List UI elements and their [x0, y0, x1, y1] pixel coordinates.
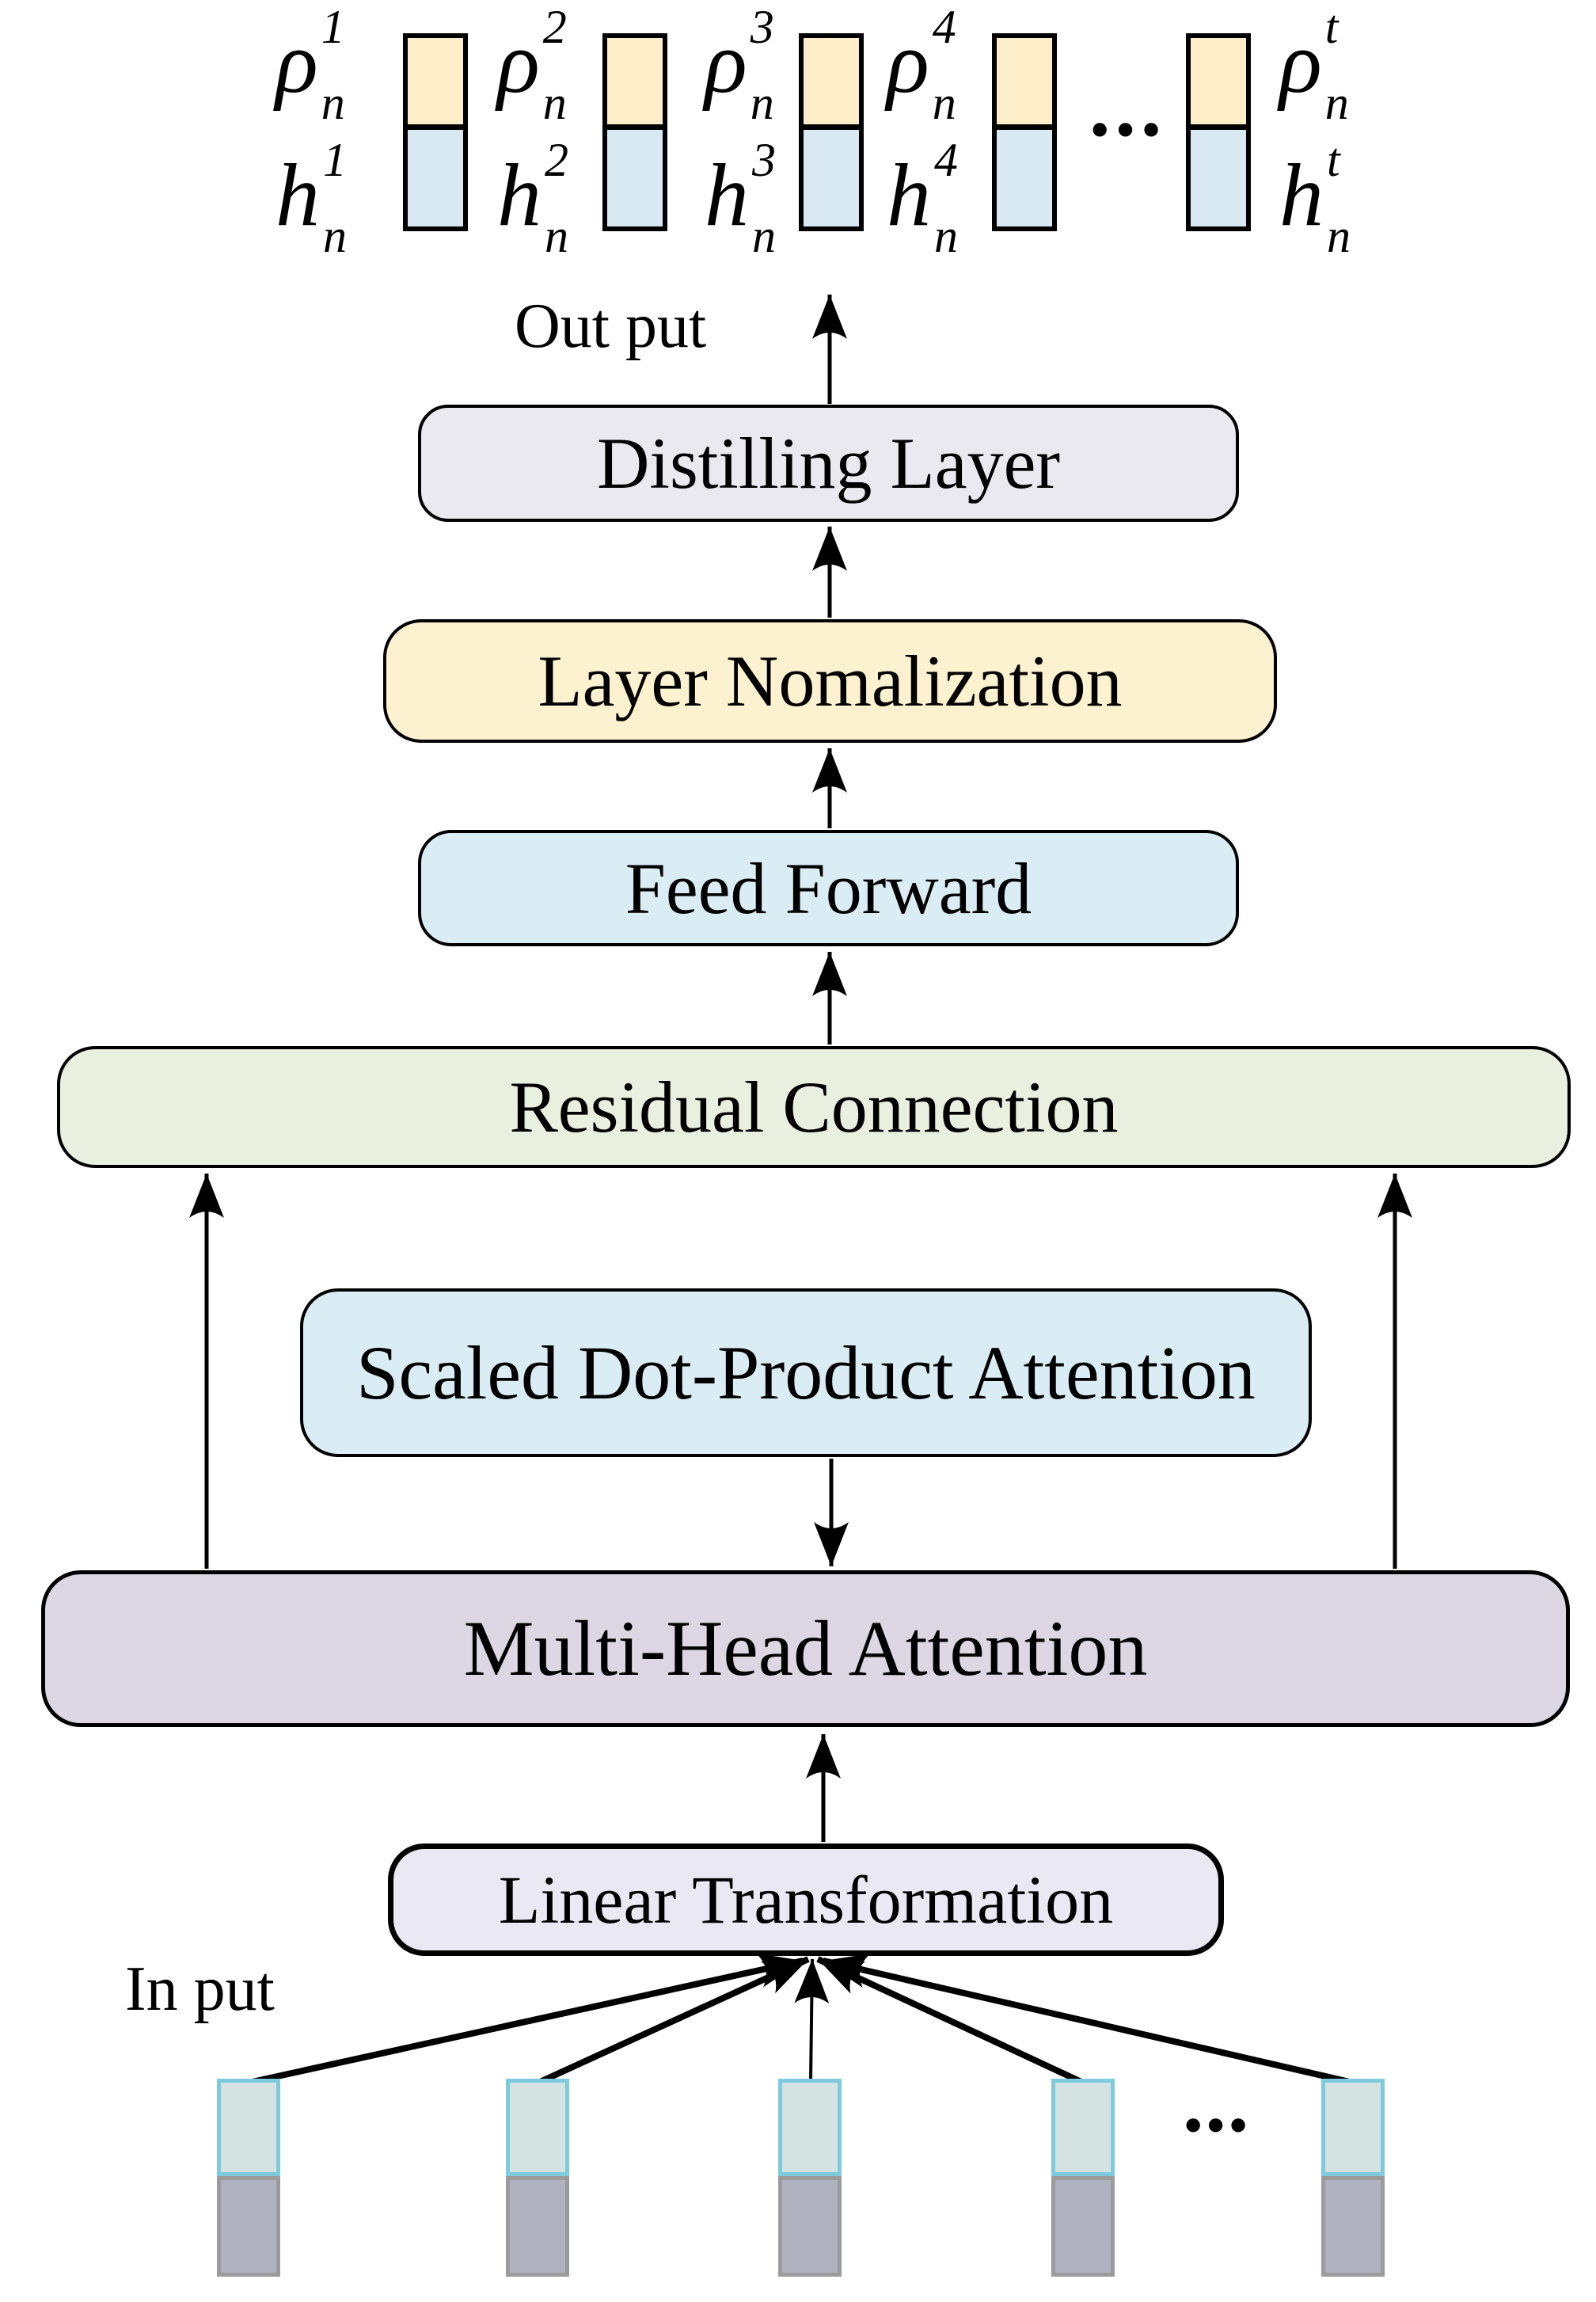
- feed-forward-label: Feed Forward: [625, 847, 1032, 929]
- output-bar-2: [602, 33, 667, 231]
- subscript: n: [323, 210, 347, 262]
- superscript: 3: [752, 134, 776, 186]
- output-bar-rho-segment: [804, 38, 859, 130]
- distilling-layer-box: Distilling Layer: [418, 405, 1239, 522]
- output-bar-3: [799, 33, 864, 231]
- input-bar-3: [778, 2079, 842, 2277]
- superscript: 4: [934, 134, 958, 186]
- subscript: n: [545, 210, 568, 262]
- h-symbol: h: [887, 146, 931, 245]
- scaled-dot-product-attention-box: Scaled Dot-Product Attention: [300, 1288, 1312, 1457]
- input-label: In put: [125, 1954, 275, 2024]
- input-bar-gray-segment: [506, 2176, 569, 2277]
- rho-label: ρ 3 n: [705, 3, 776, 131]
- superscript: 4: [932, 1, 956, 53]
- linear-transformation-box: Linear Transformation: [388, 1844, 1224, 1956]
- superscript: 1: [321, 1, 345, 53]
- output-bar-rho-segment: [997, 38, 1052, 130]
- rho-symbol: ρ: [276, 13, 318, 112]
- input-bar-gray-segment: [1051, 2176, 1115, 2277]
- input-bar-blue-segment: [778, 2079, 842, 2176]
- superscript: 1: [323, 134, 347, 186]
- input-bar-blue-segment: [506, 2079, 569, 2176]
- feed-forward-box: Feed Forward: [418, 830, 1239, 946]
- residual-connection-label: Residual Connection: [509, 1067, 1119, 1147]
- subscript: n: [1327, 210, 1351, 262]
- output-bar-h-segment: [804, 130, 859, 226]
- input-line-2: [537, 1956, 810, 2086]
- rho-symbol: ρ: [705, 13, 747, 112]
- layer-normalization-box: Layer Nomalization: [383, 619, 1277, 743]
- h-symbol: h: [1279, 146, 1324, 245]
- output-ellipsis: •••: [1091, 101, 1168, 158]
- superscript: t: [1324, 1, 1339, 53]
- subscript: n: [321, 77, 345, 129]
- rho-label: ρ 2 n: [497, 3, 568, 131]
- output-bar-h-segment: [1191, 130, 1246, 226]
- distilling-layer-label: Distilling Layer: [596, 423, 1061, 504]
- subscript: n: [750, 77, 774, 129]
- linear-transformation-label: Linear Transformation: [498, 1862, 1114, 1938]
- output-label: Out put: [515, 291, 707, 361]
- rho-label: ρ 4 n: [887, 3, 958, 131]
- h-label: h 3 n: [705, 136, 776, 264]
- multi-head-attention-label: Multi-Head Attention: [463, 1604, 1148, 1692]
- input-line-3: [794, 1958, 830, 2082]
- input-bar-blue-segment: [217, 2079, 280, 2176]
- output-bar-h-segment: [607, 130, 663, 226]
- superscript: t: [1327, 134, 1340, 186]
- input-bar-gray-segment: [217, 2176, 280, 2277]
- multi-head-attention-box: Multi-Head Attention: [41, 1570, 1570, 1727]
- superscript: 2: [542, 1, 567, 53]
- output-bar-rho-segment: [607, 38, 663, 130]
- input-bar-5: [1321, 2079, 1385, 2277]
- rho-label: ρ 1 n: [276, 3, 347, 131]
- h-symbol: h: [276, 146, 320, 245]
- output-bar-h-segment: [997, 130, 1052, 226]
- subscript: n: [934, 210, 958, 262]
- input-bar-4: [1051, 2079, 1115, 2277]
- rho-symbol: ρ: [1279, 13, 1322, 112]
- input-bar-2: [506, 2079, 569, 2277]
- input-bar-gray-segment: [1321, 2176, 1385, 2277]
- input-line-5: [823, 1954, 1354, 2086]
- subscript: n: [752, 210, 776, 262]
- residual-connection-box: Residual Connection: [57, 1046, 1571, 1168]
- output-bar-1: [403, 33, 468, 231]
- input-ellipsis: •••: [1184, 2097, 1252, 2153]
- rho-symbol: ρ: [497, 13, 540, 112]
- subscript: n: [932, 77, 956, 129]
- input-bar-1: [217, 2079, 280, 2277]
- output-bar-4: [992, 33, 1057, 231]
- input-line-1: [248, 1953, 804, 2086]
- h-symbol: h: [705, 146, 749, 245]
- subscript: n: [542, 77, 567, 129]
- scaled-dot-product-attention-label: Scaled Dot-Product Attention: [356, 1330, 1256, 1415]
- superscript: 3: [750, 1, 774, 53]
- superscript: 2: [545, 134, 568, 186]
- subscript: n: [1324, 77, 1349, 129]
- output-bar-rho-segment: [408, 38, 463, 130]
- output-bar-h-segment: [408, 130, 463, 226]
- input-bar-gray-segment: [778, 2176, 842, 2277]
- layer-normalization-label: Layer Nomalization: [538, 641, 1123, 721]
- input-bar-blue-segment: [1051, 2079, 1115, 2176]
- h-label: h 2 n: [497, 136, 568, 264]
- h-symbol: h: [497, 146, 542, 245]
- input-line-4: [816, 1956, 1085, 2086]
- output-bar-rho-segment: [1191, 38, 1246, 130]
- rho-symbol: ρ: [887, 13, 929, 112]
- h-label: h 4 n: [887, 136, 958, 264]
- input-bar-blue-segment: [1321, 2079, 1385, 2176]
- h-label: h 1 n: [276, 136, 347, 264]
- output-bar-5: [1186, 33, 1251, 231]
